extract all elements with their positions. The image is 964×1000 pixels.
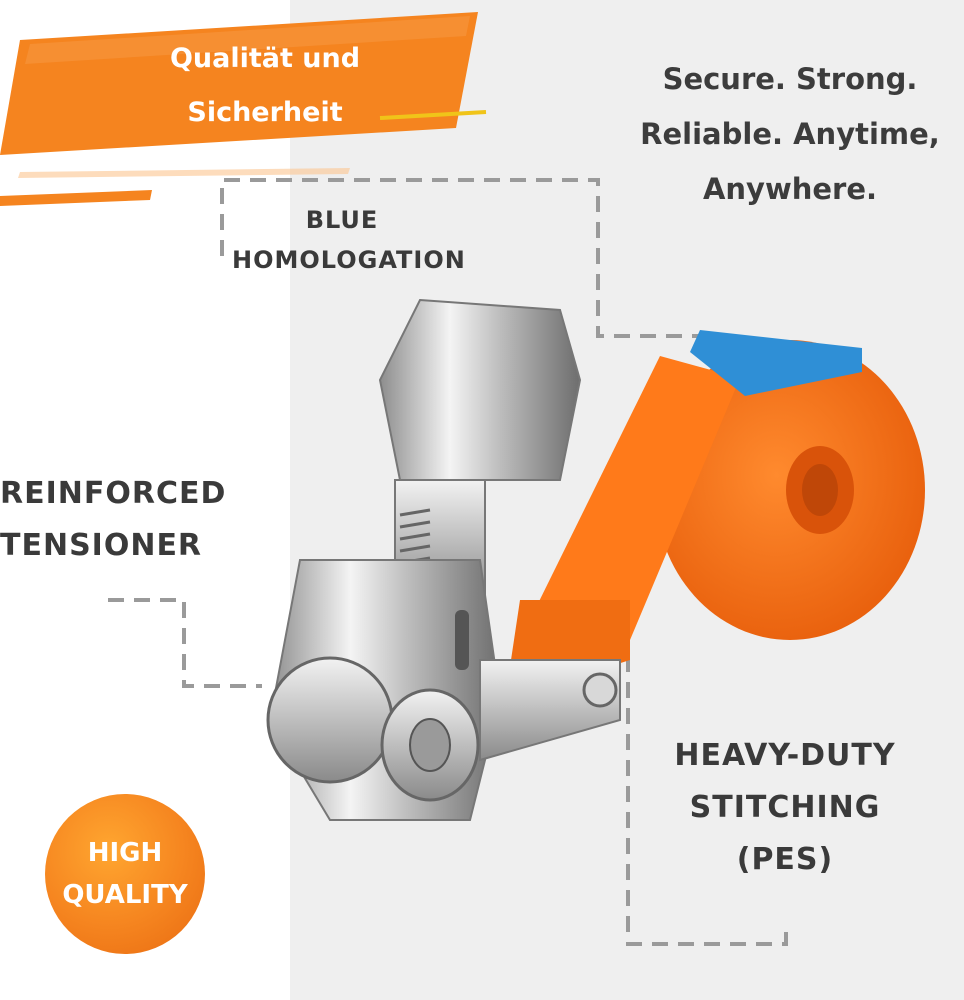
banner-shape — [0, 12, 487, 206]
ratchet-spring — [399, 508, 431, 565]
label-stitch-line-2: STITCHING — [689, 790, 881, 825]
ratchet-slot — [455, 610, 469, 670]
tagline-line-2: Reliable. Anytime, — [640, 117, 940, 151]
ratchet-bolt — [582, 672, 618, 708]
badge-line-2: QUALITY — [62, 880, 188, 910]
callout-line-homologation — [220, 178, 700, 338]
homologation-label — [690, 330, 862, 396]
label-tensioner-line-2: TENSIONER — [0, 528, 203, 563]
label-tensioner-line-1: REINFORCED — [0, 476, 227, 511]
label-reinforced-tensioner: REINFORCED TENSIONER — [0, 468, 232, 572]
label-blue-homologation: BLUE HOMOLOGATION — [232, 200, 466, 280]
label-heavy-duty-stitching: HEAVY-DUTY STITCHING (PES) — [660, 730, 910, 886]
ratchet-axle — [409, 718, 451, 772]
banner-line-1: Qualität und — [169, 43, 361, 74]
strap-roll-hole — [802, 464, 838, 516]
tagline: Secure. Strong. Reliable. Anytime, Anywh… — [620, 52, 960, 217]
banner-stripe-highlight — [25, 16, 470, 64]
ratchet-spool-left — [266, 656, 394, 784]
ratchet-handle — [378, 298, 582, 481]
label-stitch-line-3: (PES) — [736, 842, 834, 877]
callout-line-stitching — [626, 500, 788, 946]
high-quality-badge: HIGH QUALITY — [45, 794, 205, 954]
banner-stripe-thin — [18, 168, 350, 178]
banner-title: Qualität und Sicherheit — [150, 32, 380, 140]
label-stitch-line-1: HEAVY-DUTY — [674, 738, 896, 773]
tagline-line-1: Secure. Strong. — [662, 62, 918, 96]
badge-text: HIGH QUALITY — [45, 832, 205, 916]
tagline-line-3: Anywhere. — [702, 172, 878, 206]
banner-line-2: Sicherheit — [187, 97, 343, 128]
label-blue-line-1: BLUE — [305, 206, 379, 234]
badge-line-1: HIGH — [87, 838, 163, 868]
banner-gold-line — [379, 110, 487, 120]
banner-stripe-small — [0, 190, 152, 206]
callout-line-tensioner — [108, 598, 262, 688]
quality-banner: Qualität und Sicherheit — [0, 0, 500, 220]
strap-band — [520, 356, 740, 640]
label-blue-line-2: HOMOLOGATION — [232, 246, 466, 274]
